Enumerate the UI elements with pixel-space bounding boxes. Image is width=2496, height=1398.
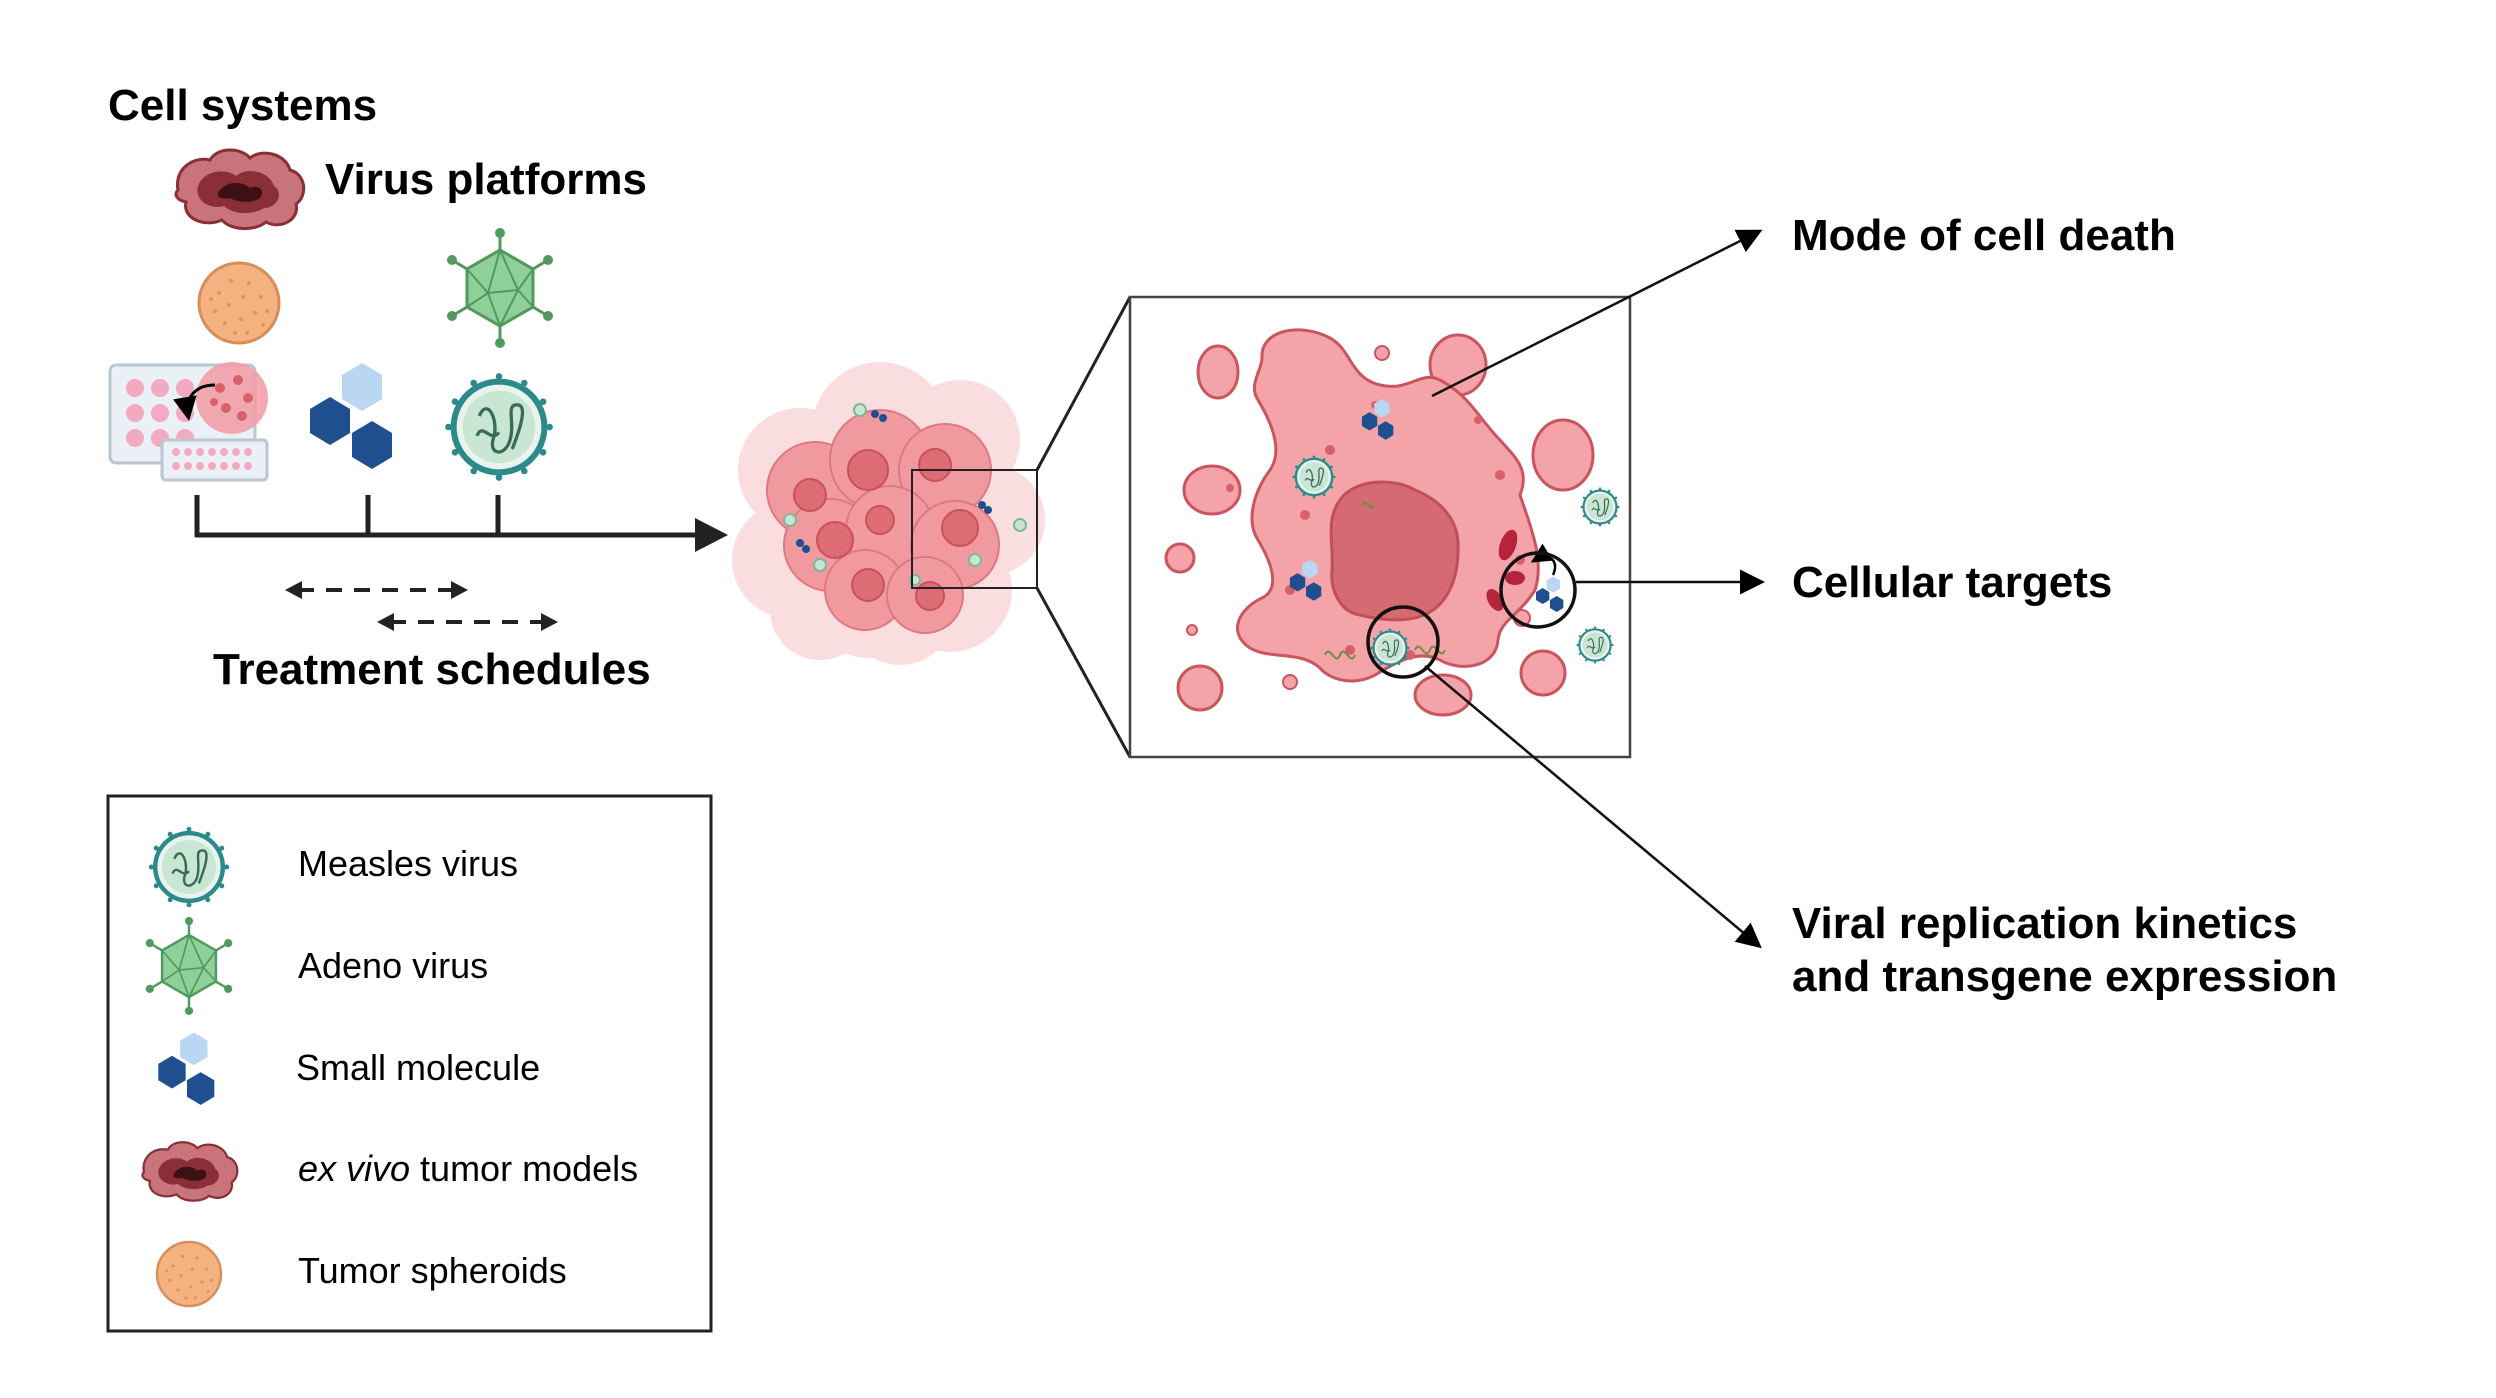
viral-replication-label-line2: and transgene expression <box>1792 952 2337 1001</box>
mode-of-cell-death-arrow <box>1431 229 1763 398</box>
legend-small-molecule-icon <box>158 1032 215 1105</box>
viral-rna-strands <box>1324 501 1446 660</box>
well-plate-icon <box>108 362 269 482</box>
tumor-spheroid-icon <box>197 261 281 345</box>
virus-platforms-heading: Virus platforms <box>325 155 647 204</box>
mode-of-cell-death-label: Mode of cell death <box>1792 211 2176 260</box>
legend-measles-label: Measles virus <box>298 843 518 884</box>
measles-virus-icon <box>444 372 554 482</box>
legend-ex-vivo-icon <box>141 1141 239 1202</box>
viral-replication-label-line1: Viral replication kinetics <box>1792 899 2297 948</box>
viral-replication-arrow <box>1424 665 1762 949</box>
legend-spheroid-label: Tumor spheroids <box>298 1250 567 1291</box>
legend-spheroid-icon <box>155 1240 223 1308</box>
legend-measles-icon <box>148 826 230 908</box>
legend-box: Measles virus Adeno virus Small molecule… <box>106 794 713 1333</box>
legend-adeno-icon <box>144 917 234 1015</box>
legend-ex-vivo-label: ex vivo tumor models <box>298 1148 638 1189</box>
timeline-arrow <box>194 495 700 538</box>
ex-vivo-tumor-icon <box>174 148 306 231</box>
viral-replication-circle <box>1366 605 1440 679</box>
legend-small-molecule-label: Small molecule <box>296 1047 540 1088</box>
legend-adeno-label: Adeno virus <box>298 945 488 986</box>
timeline-arrowhead <box>695 518 728 552</box>
zoom-line-top <box>1035 296 1132 471</box>
cellular-target-circle <box>1499 551 1577 629</box>
small-molecule-icon <box>310 363 392 469</box>
cellular-targets-label: Cellular targets <box>1792 558 2112 607</box>
zoom-line-bottom <box>1035 587 1132 758</box>
adeno-virus-icon <box>445 228 555 348</box>
tumor-cell-cluster <box>732 362 1045 665</box>
treatment-schedules-heading: Treatment schedules <box>213 645 651 694</box>
cell-systems-heading: Cell systems <box>108 81 377 130</box>
schedule-arrows <box>298 588 542 624</box>
